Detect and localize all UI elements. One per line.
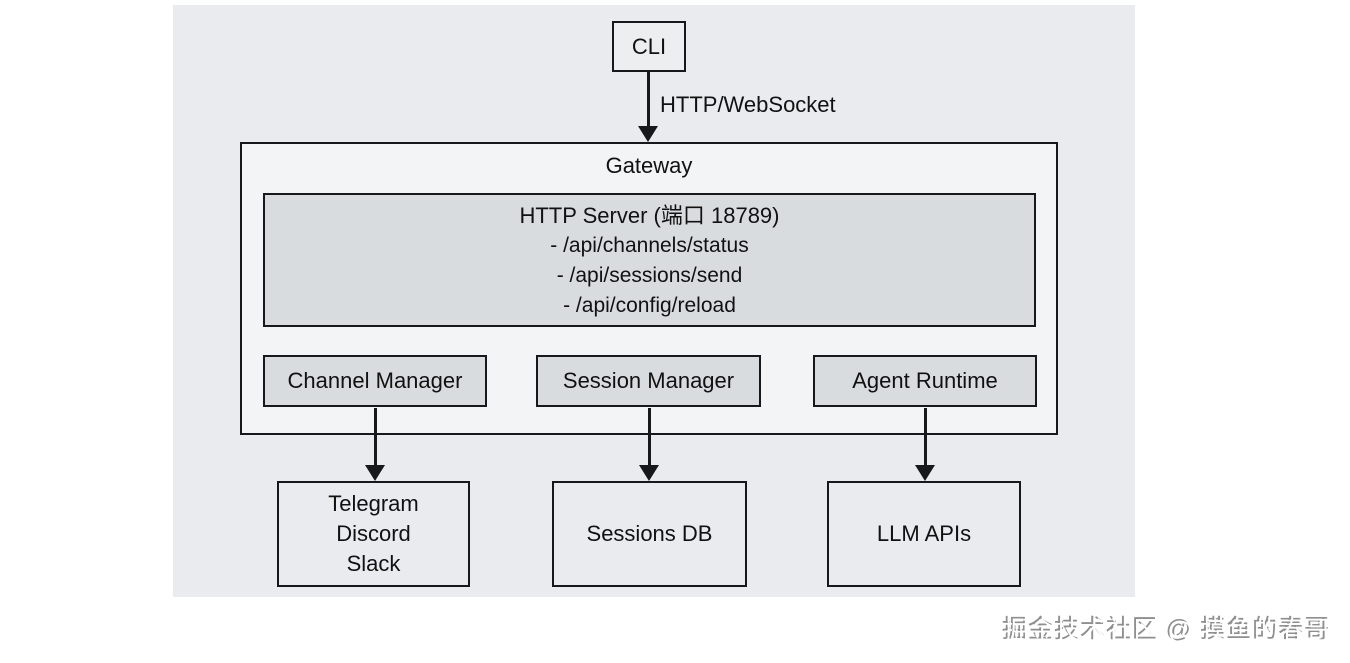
node-agent-runtime: Agent Runtime <box>813 355 1037 407</box>
node-sessions-db: Sessions DB <box>552 481 747 587</box>
node-gateway: Gateway HTTP Server (端口 18789) - /api/ch… <box>240 142 1058 435</box>
edge-session-sessionsdb-line <box>648 408 651 466</box>
http-server-endpoint: - /api/sessions/send <box>556 264 743 287</box>
http-server-endpoint: - /api/channels/status <box>550 234 749 257</box>
arrow-down-icon <box>639 465 659 481</box>
edge-agent-llm-line <box>924 408 927 466</box>
node-telegram-discord-slack: Telegram Discord Slack <box>277 481 470 587</box>
node-cli: CLI <box>612 21 686 72</box>
http-server-title: HTTP Server (端口 18789) <box>519 203 780 228</box>
node-cli-label: CLI <box>631 33 667 59</box>
edge-cli-gateway-label: HTTP/WebSocket <box>660 92 836 117</box>
gateway-title: Gateway <box>605 153 693 178</box>
node-llm-apis: LLM APIs <box>827 481 1021 587</box>
watermark: 掘金技术社区 @ 摸鱼的春哥 <box>1003 617 1332 645</box>
node-http-server: HTTP Server (端口 18789) - /api/channels/s… <box>263 193 1036 327</box>
arrow-down-icon <box>365 465 385 481</box>
node-session-manager: Session Manager <box>536 355 761 407</box>
edge-channel-telegram-line <box>374 408 377 466</box>
node-channel-manager: Channel Manager <box>263 355 487 407</box>
http-server-endpoint: - /api/config/reload <box>563 294 736 317</box>
arrow-down-icon <box>915 465 935 481</box>
edge-cli-gateway-line <box>647 72 650 128</box>
arrow-down-icon <box>638 126 658 142</box>
